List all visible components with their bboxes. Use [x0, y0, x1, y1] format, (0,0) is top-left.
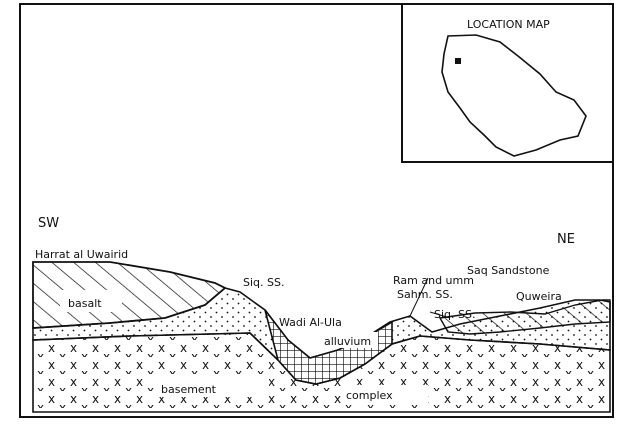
direction-sw: SW: [38, 216, 59, 231]
complex-label: complex: [346, 389, 393, 402]
basement-label-bg: [157, 379, 269, 397]
complex-label-bg: [342, 385, 428, 403]
direction-ne: NE: [557, 232, 575, 247]
site-location-marker: [455, 58, 461, 64]
location-map-title: LOCATION MAP: [467, 18, 550, 31]
alluvium-fill: [264, 309, 393, 385]
location-map-inset: LOCATION MAP: [401, 3, 614, 163]
siq-ss-right-label: Siq. SS.: [434, 308, 475, 321]
alluvium-label-bg: [320, 332, 378, 348]
cross-section: [32, 261, 611, 413]
quweira-layer: [438, 299, 611, 335]
wadi-al-ula-label: Wadi Al-Ula: [279, 316, 342, 329]
basement-label: basement: [161, 383, 217, 396]
quweira-label: Quweira: [516, 290, 562, 303]
basalt-label: basalt: [68, 297, 102, 310]
basalt-label-bg: [60, 290, 122, 312]
ram-umm-label-line1: Ram and umm: [393, 274, 474, 287]
harrat-label: Harrat al Uwairid: [35, 248, 128, 261]
alluvium-label: alluvium: [324, 335, 371, 348]
ram-umm-label-line2: Sahm. SS.: [397, 288, 453, 301]
saudi-arabia-outline: [441, 34, 587, 157]
siq-ss-right-leader: [429, 311, 451, 319]
ram-umm-sahm-leader: [409, 277, 429, 317]
siq-ss-left-label: Siq. SS.: [243, 276, 284, 289]
saq-sandstone-label: Saq Sandstone: [467, 264, 550, 277]
